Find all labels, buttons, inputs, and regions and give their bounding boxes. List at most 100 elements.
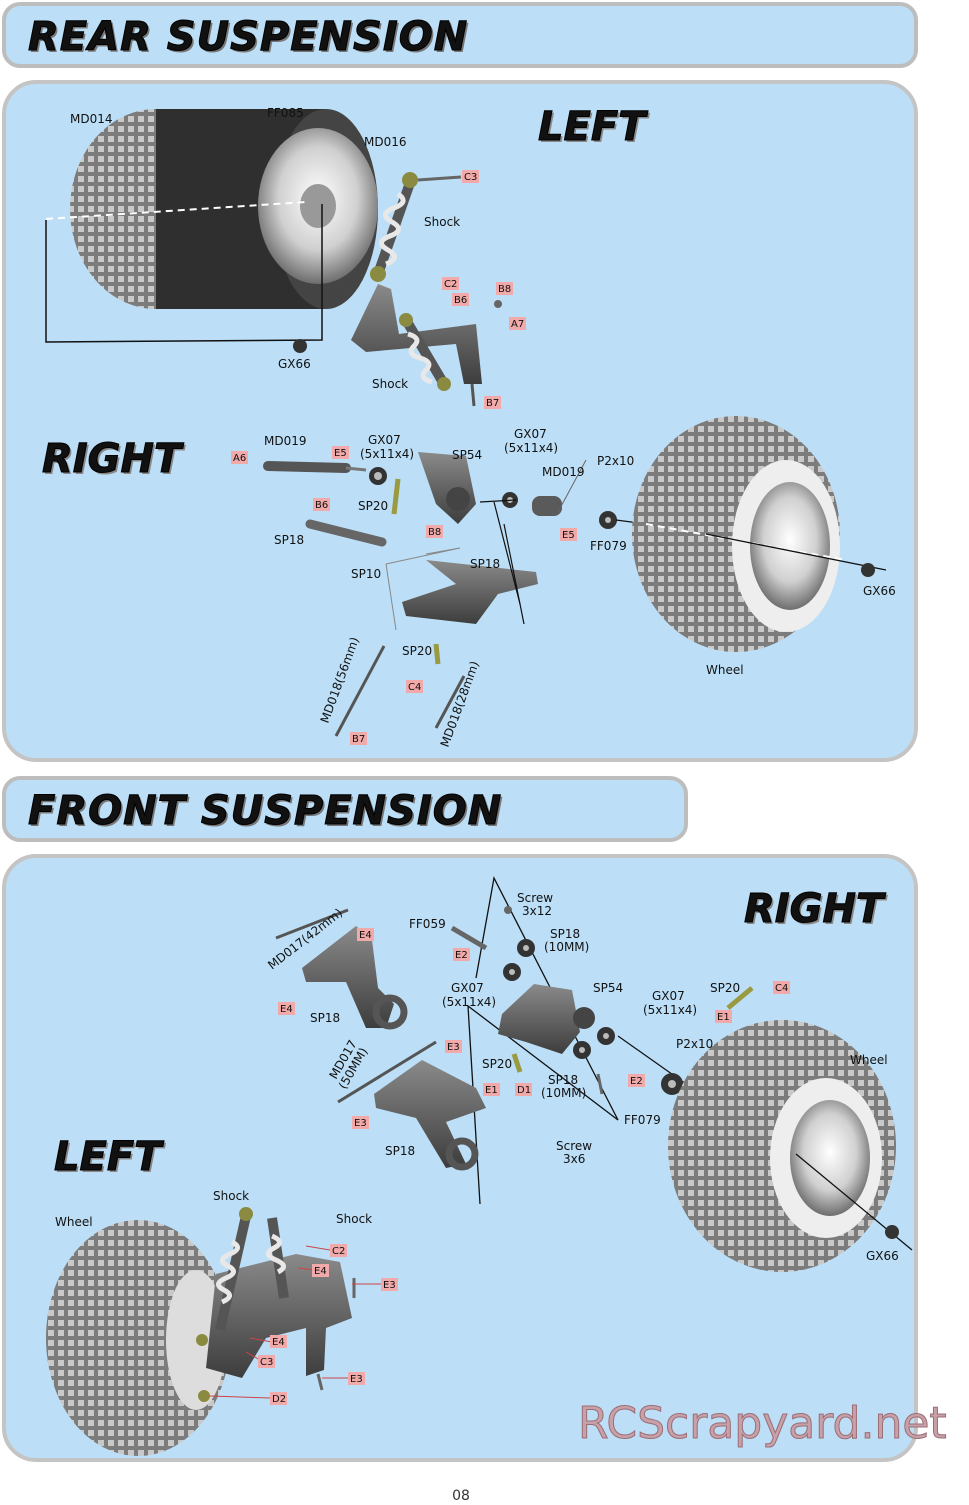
rear-label-shock-top: Shock <box>424 215 460 229</box>
front-label-sp54: SP54 <box>593 981 623 995</box>
tag-e5-a: E5 <box>332 446 349 459</box>
svg-text:C2: C2 <box>332 1246 345 1257</box>
svg-text:E1: E1 <box>485 1085 498 1096</box>
svg-text:E4: E4 <box>314 1266 327 1277</box>
svg-text:E4: E4 <box>280 1004 293 1015</box>
svg-text:E2: E2 <box>455 950 468 961</box>
front-label-wheel-right: Wheel <box>850 1053 888 1067</box>
tag-front-c4: C4 <box>773 981 790 994</box>
svg-text:E5: E5 <box>562 530 575 541</box>
rear-label-sp10: SP10 <box>351 567 381 581</box>
front-label-sp20-a: SP20 <box>710 981 740 995</box>
tag-a7: A7 <box>509 317 526 330</box>
tag-front-e3-b: E3 <box>352 1116 369 1129</box>
rear-suspension-header: REAR SUSPENSION <box>2 2 918 68</box>
tag-b7: B7 <box>484 396 501 409</box>
tag-front-e4: E4 <box>312 1264 329 1277</box>
svg-text:E3: E3 <box>383 1280 396 1291</box>
front-label-wheel-left: Wheel <box>55 1215 93 1229</box>
svg-text:E3: E3 <box>447 1042 460 1053</box>
tag-front-e3-a: E3 <box>445 1040 462 1053</box>
front-suspension-panel: RIGHT LEFT <box>2 854 918 1462</box>
tag-front-e3-left-b: E3 <box>348 1372 365 1385</box>
svg-text:E2: E2 <box>630 1076 643 1087</box>
rear-shock-upper <box>370 172 462 282</box>
front-label-ff059: FF059 <box>409 917 446 931</box>
rear-label-gx07-a: GX07(5x11x4) <box>360 433 414 461</box>
tag-front-d1: D1 <box>515 1083 532 1096</box>
rear-label-sp20-b: SP20 <box>402 644 432 658</box>
rear-shock-lower <box>399 313 451 391</box>
svg-text:A6: A6 <box>233 453 246 464</box>
rear-label-sp18-b: SP18 <box>470 557 500 571</box>
rear-label-md019-a: MD019 <box>264 434 307 448</box>
tag-c4: C4 <box>406 680 423 693</box>
front-label-sp18-b: SP18 <box>385 1144 415 1158</box>
svg-text:B6: B6 <box>315 500 328 511</box>
svg-text:E4: E4 <box>359 930 372 941</box>
rear-label-gx66-left: GX66 <box>278 357 311 371</box>
tag-b6: B6 <box>452 293 469 306</box>
tag-front-e2-b: E2 <box>628 1074 645 1087</box>
tag-front-e1-a: E1 <box>715 1010 732 1023</box>
tag-b6: B6 <box>313 498 330 511</box>
svg-text:C4: C4 <box>408 682 421 693</box>
rear-label-md018-28: MD018(28mm) <box>438 659 482 749</box>
svg-text:E1: E1 <box>717 1012 730 1023</box>
svg-text:D1: D1 <box>517 1085 531 1096</box>
front-label-md017-50: MD017(50MM) <box>324 1038 371 1092</box>
svg-text:E5: E5 <box>334 448 347 459</box>
tag-e5-b: E5 <box>560 528 577 541</box>
rear-label-sp54: SP54 <box>452 448 482 462</box>
front-left-title: LEFT <box>53 1134 162 1181</box>
front-label-sp20-b: SP20 <box>482 1057 512 1071</box>
watermark: RCScrapyard.net <box>578 1398 948 1450</box>
svg-text:C4: C4 <box>775 983 788 994</box>
rear-suspension-title: REAR SUSPENSION <box>27 14 469 61</box>
front-label-gx07-a: GX07(5x11x4) <box>442 981 496 1009</box>
rear-suspension-diagram: MD014 FF085 MD016 Shock Shock GX66 C3 C2… <box>45 106 896 749</box>
tag-front-e3-left-a: E3 <box>381 1278 398 1291</box>
tag-a6: A6 <box>231 451 248 464</box>
rear-label-md016: MD016 <box>364 135 407 149</box>
front-right-title: RIGHT <box>743 886 884 933</box>
rear-label-md018-56: MD018(56mm) <box>318 635 362 725</box>
svg-text:B8: B8 <box>498 284 511 295</box>
tag-b8: B8 <box>426 525 443 538</box>
tag-front-d2: D2 <box>270 1392 287 1405</box>
tag-front-c3: C3 <box>258 1355 275 1368</box>
front-label-ff079: FF079 <box>624 1113 661 1127</box>
rear-label-wheel: Wheel <box>706 663 744 677</box>
rear-right-wheel <box>632 416 887 652</box>
rear-left-title: LEFT <box>537 104 646 151</box>
front-left-wheel <box>46 1207 356 1456</box>
svg-text:C3: C3 <box>464 172 477 183</box>
tag-front-e2-a: E2 <box>453 948 470 961</box>
rear-label-ff085: FF085 <box>267 106 304 120</box>
front-label-gx66: GX66 <box>866 1249 899 1263</box>
rear-label-md014: MD014 <box>70 112 113 126</box>
svg-text:E3: E3 <box>354 1118 367 1129</box>
tag-b8: B8 <box>496 282 513 295</box>
svg-text:E3: E3 <box>350 1374 363 1385</box>
svg-text:C2: C2 <box>444 279 457 290</box>
tag-front-e4-left-b: E4 <box>270 1335 287 1348</box>
svg-text:D2: D2 <box>272 1394 286 1405</box>
front-suspension-title: FRONT SUSPENSION <box>27 788 503 835</box>
tag-front-e4-a: E4 <box>357 928 374 941</box>
tag-b7: B7 <box>350 732 367 745</box>
rear-left-wheel <box>45 109 378 309</box>
page-number: 08 <box>452 1488 470 1504</box>
rear-label-gx07-b: GX07(5x11x4) <box>504 427 558 455</box>
rear-suspension-panel: LEFT RIGHT <box>2 80 918 762</box>
tag-front-c2: C2 <box>330 1244 347 1257</box>
svg-text:A7: A7 <box>511 319 524 330</box>
svg-text:E4: E4 <box>272 1337 285 1348</box>
tag-front-e1-b: E1 <box>483 1083 500 1096</box>
front-label-sp18-10a: SP18(10MM) <box>544 927 589 954</box>
tag-front-e4-b: E4 <box>278 1002 295 1015</box>
front-label-gx07-b: GX07(5x11x4) <box>643 989 697 1017</box>
svg-text:B8: B8 <box>428 527 441 538</box>
